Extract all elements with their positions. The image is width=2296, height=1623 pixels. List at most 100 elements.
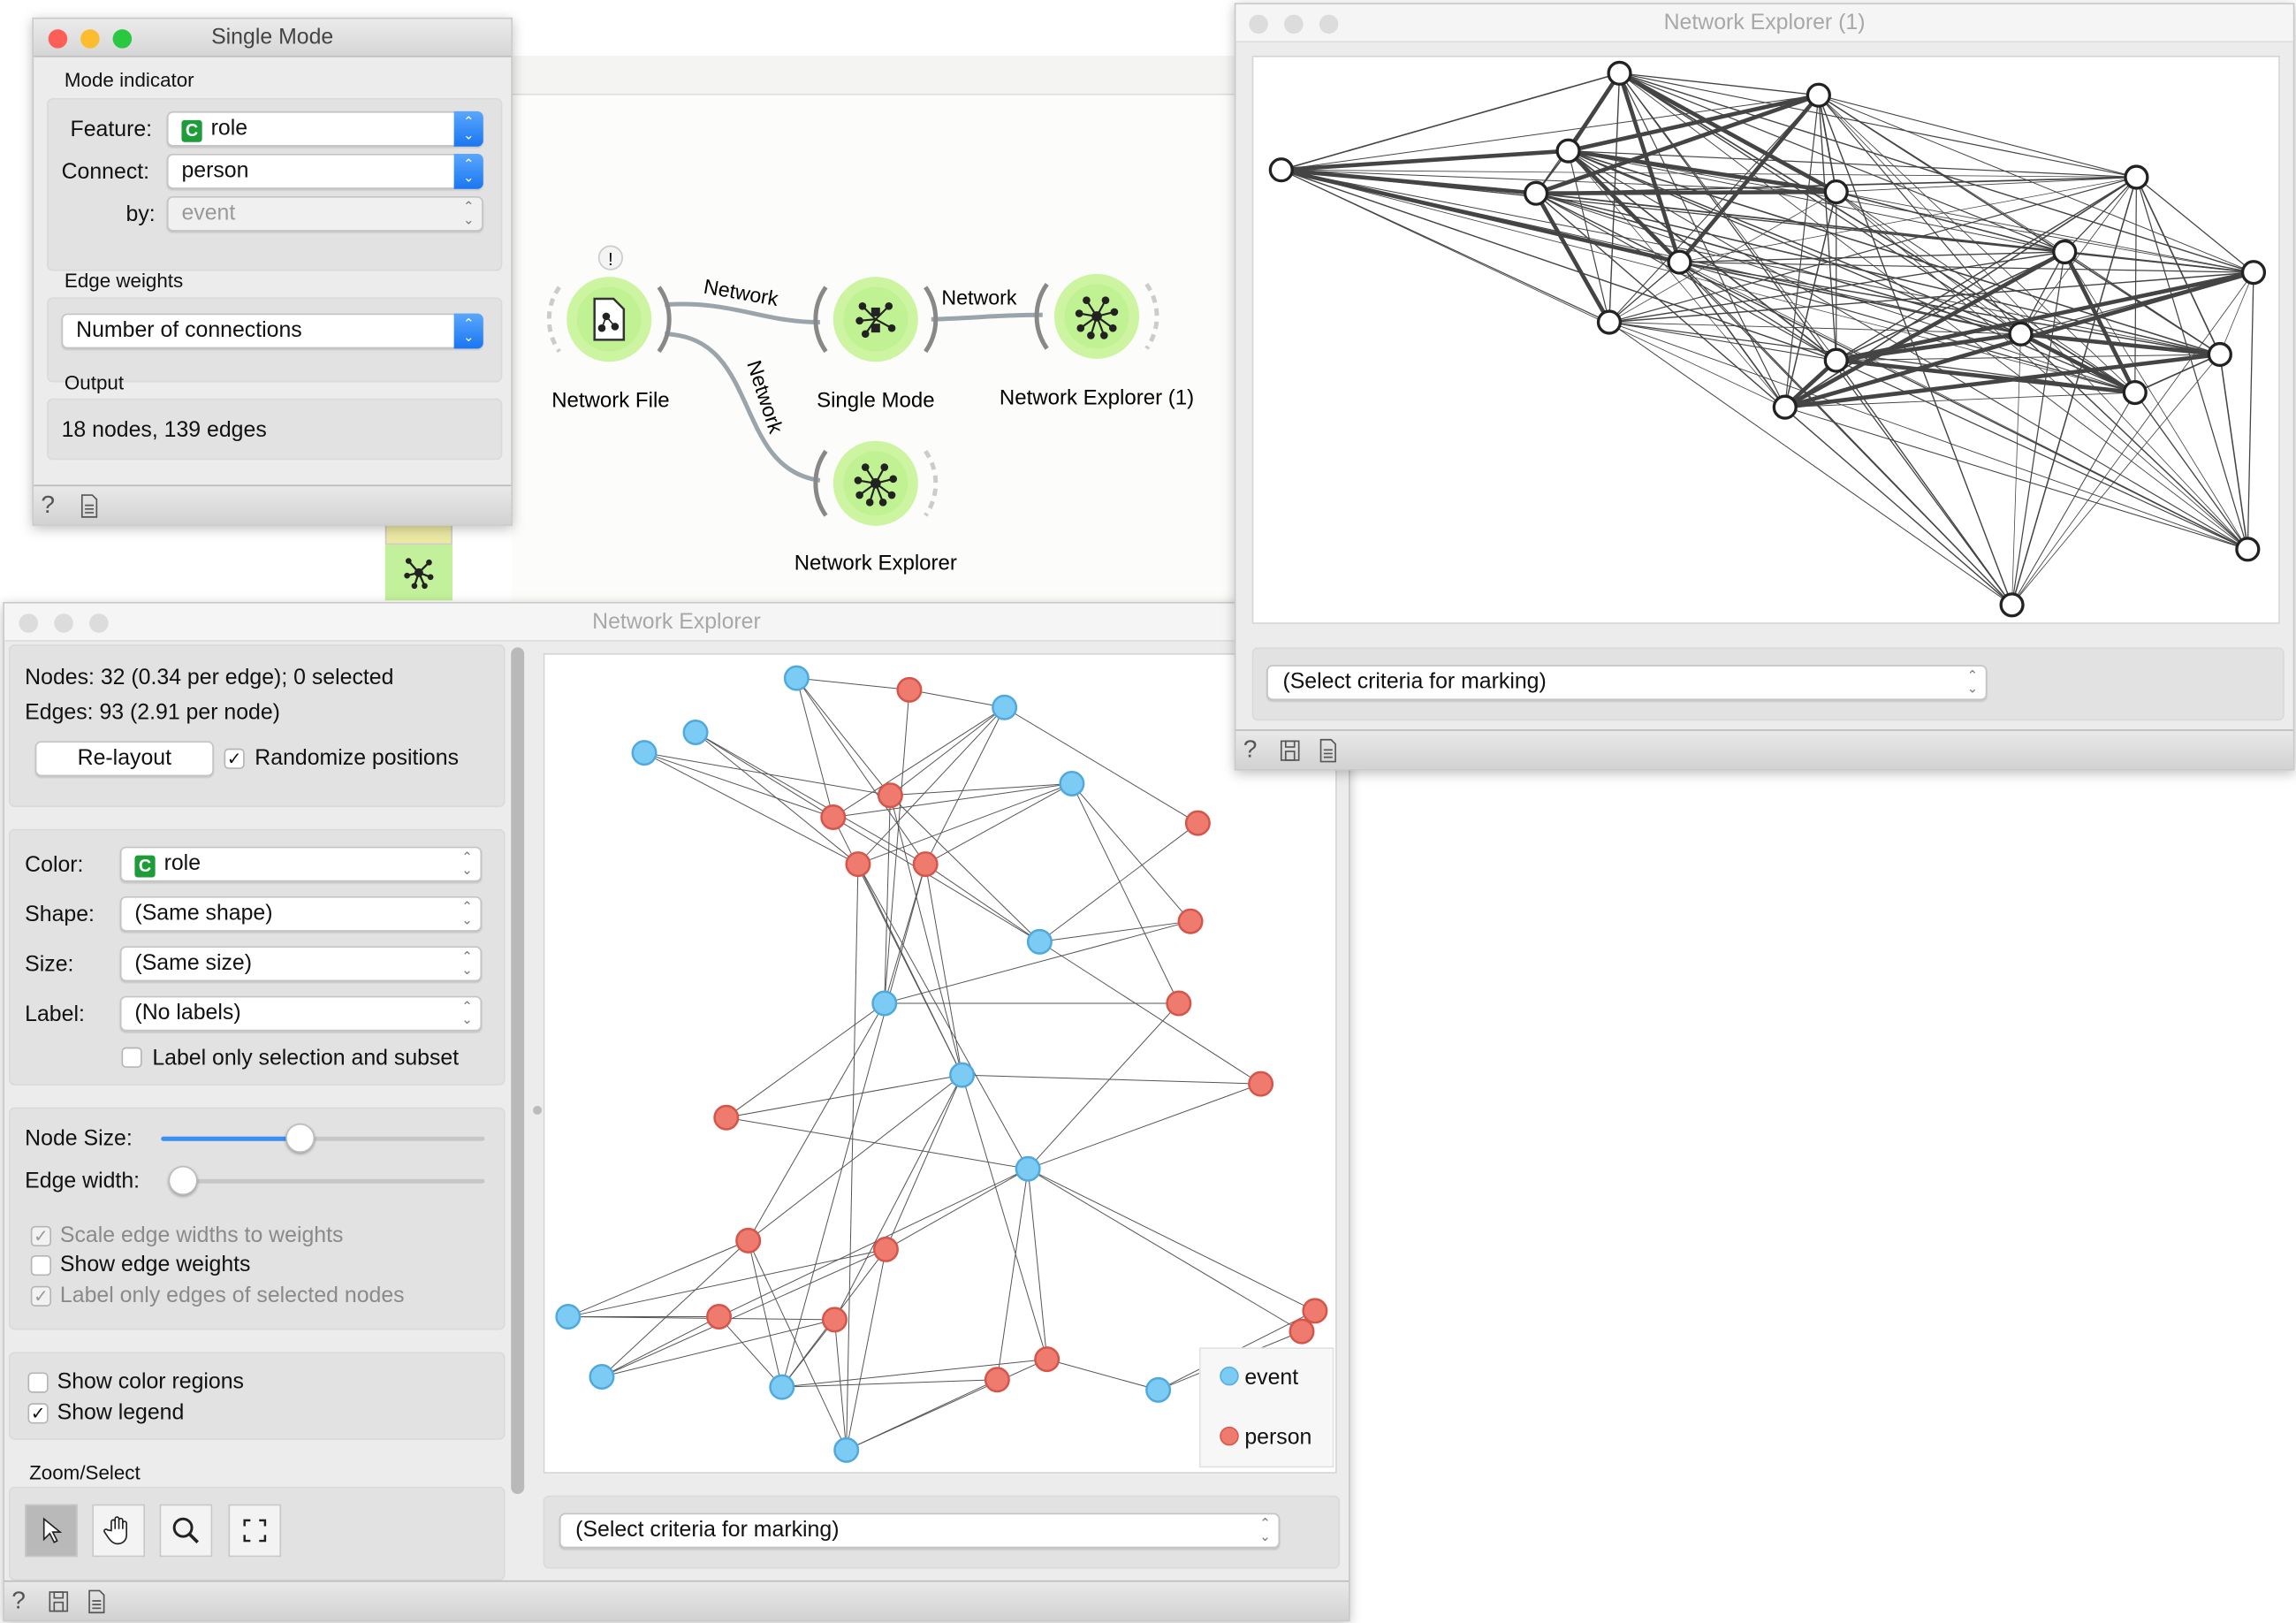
network-graph[interactable] bbox=[1253, 57, 2278, 623]
close-button[interactable] bbox=[19, 613, 39, 633]
graph-view[interactable] bbox=[1251, 55, 2280, 624]
network-graph[interactable] bbox=[544, 655, 1335, 1473]
save-icon[interactable] bbox=[1278, 738, 1302, 763]
graph-node[interactable] bbox=[1555, 138, 1581, 164]
widget-tile-network[interactable] bbox=[384, 545, 452, 601]
zoom-button[interactable] bbox=[89, 613, 109, 633]
pan-tool-button[interactable] bbox=[92, 1504, 146, 1558]
show-weights-checkbox[interactable] bbox=[30, 1254, 51, 1276]
edge-width-handle[interactable] bbox=[168, 1165, 198, 1196]
graph-node[interactable] bbox=[1772, 394, 1798, 420]
input-anchor[interactable] bbox=[813, 449, 828, 517]
relayout-button[interactable]: Re-layout bbox=[34, 741, 214, 777]
graph-node[interactable] bbox=[1823, 347, 1849, 373]
output-anchor[interactable] bbox=[1144, 283, 1159, 350]
graph-node-person[interactable] bbox=[912, 851, 939, 878]
workflow-node-network-file[interactable] bbox=[546, 277, 672, 362]
graph-node-person[interactable] bbox=[1177, 908, 1204, 934]
graph-view[interactable] bbox=[543, 652, 1337, 1474]
graph-node-person[interactable] bbox=[1034, 1346, 1061, 1373]
graph-node[interactable] bbox=[1667, 249, 1692, 275]
select-tool-button[interactable] bbox=[25, 1504, 78, 1558]
graph-node[interactable] bbox=[2235, 537, 2261, 562]
node-size-slider[interactable] bbox=[161, 1136, 485, 1141]
graph-node-event[interactable] bbox=[1026, 928, 1053, 955]
size-select[interactable]: (Same size)⌃⌄ bbox=[119, 946, 483, 982]
graph-node-person[interactable] bbox=[984, 1367, 1010, 1393]
show-legend-checkbox[interactable]: ✓ bbox=[27, 1403, 49, 1424]
connect-select[interactable]: person⌃⌄ bbox=[166, 153, 483, 189]
graph-node[interactable] bbox=[1999, 592, 2025, 618]
label-select[interactable]: (No labels)⌃⌄ bbox=[119, 995, 483, 1032]
graph-node[interactable] bbox=[2008, 321, 2034, 347]
workflow-node-single-mode[interactable] bbox=[813, 277, 939, 362]
shape-select[interactable]: (Same shape)⌃⌄ bbox=[119, 896, 483, 932]
graph-node[interactable] bbox=[1524, 180, 1549, 206]
graph-node-person[interactable] bbox=[872, 1236, 899, 1262]
workflow-node-network-explorer[interactable] bbox=[813, 440, 939, 526]
graph-node-event[interactable] bbox=[631, 740, 658, 766]
graph-node-event[interactable] bbox=[1059, 770, 1085, 796]
graph-node-person[interactable] bbox=[877, 782, 903, 809]
graph-node-person[interactable] bbox=[1166, 990, 1192, 1017]
graph-node-person[interactable] bbox=[1302, 1298, 1328, 1324]
graph-node-event[interactable] bbox=[682, 719, 709, 745]
graph-node-event[interactable] bbox=[1145, 1376, 1172, 1403]
graph-node[interactable] bbox=[1596, 309, 1623, 335]
title-bar[interactable]: Single Mode bbox=[34, 19, 512, 57]
report-icon[interactable] bbox=[78, 493, 102, 518]
marking-select[interactable]: (Select criteria for marking)⌃⌄ bbox=[559, 1513, 1281, 1549]
output-anchor[interactable] bbox=[924, 286, 939, 354]
link-file-to-explorer[interactable] bbox=[665, 331, 821, 483]
graph-node-person[interactable] bbox=[706, 1304, 733, 1330]
title-bar[interactable]: Network Explorer (1) bbox=[1235, 4, 2293, 43]
input-anchor[interactable] bbox=[546, 286, 561, 354]
workflow-graph[interactable]: Network Network Network ! Network File S… bbox=[511, 220, 1235, 601]
graph-node-event[interactable] bbox=[589, 1363, 615, 1390]
graph-node-event[interactable] bbox=[555, 1304, 582, 1330]
graph-node-event[interactable] bbox=[769, 1374, 795, 1400]
graph-node-event[interactable] bbox=[992, 694, 1018, 720]
minimize-button[interactable] bbox=[1284, 14, 1304, 34]
graph-node-event[interactable] bbox=[949, 1062, 976, 1088]
warning-icon[interactable] bbox=[597, 245, 624, 270]
output-anchor[interactable] bbox=[924, 449, 939, 517]
graph-node-event[interactable] bbox=[871, 990, 898, 1017]
by-select[interactable]: event⌃⌄ bbox=[166, 196, 483, 232]
marking-select[interactable]: (Select criteria for marking)⌃⌄ bbox=[1266, 665, 1988, 700]
graph-node[interactable] bbox=[2207, 341, 2232, 368]
link-file-to-single[interactable] bbox=[665, 301, 820, 325]
minimize-button[interactable] bbox=[54, 613, 73, 633]
zoom-button[interactable] bbox=[112, 29, 133, 49]
report-icon[interactable] bbox=[85, 1589, 109, 1614]
workflow-node-network-explorer-1[interactable] bbox=[1034, 273, 1159, 359]
save-icon[interactable] bbox=[47, 1589, 71, 1614]
graph-node[interactable] bbox=[2122, 379, 2148, 406]
link-single-to-explorer1[interactable] bbox=[931, 312, 1043, 322]
graph-node-event[interactable] bbox=[783, 665, 810, 691]
node-size-handle[interactable] bbox=[285, 1123, 316, 1153]
graph-node-person[interactable] bbox=[713, 1104, 740, 1131]
title-bar[interactable]: Network Explorer bbox=[4, 603, 1349, 642]
minimize-button[interactable] bbox=[80, 29, 100, 49]
scrollbar[interactable] bbox=[511, 647, 525, 1495]
graph-node[interactable] bbox=[2052, 239, 2078, 265]
graph-node-person[interactable] bbox=[821, 1307, 848, 1333]
close-button[interactable] bbox=[48, 29, 68, 49]
graph-node-person[interactable] bbox=[1184, 810, 1211, 836]
color-regions-checkbox[interactable] bbox=[27, 1372, 49, 1393]
graph-node-person[interactable] bbox=[896, 676, 923, 703]
graph-node[interactable] bbox=[1806, 82, 1831, 108]
graph-node[interactable] bbox=[1607, 60, 1632, 86]
graph-node[interactable] bbox=[2124, 164, 2149, 190]
edge-weights-select[interactable]: Number of connections⌃⌄ bbox=[61, 313, 483, 349]
help-icon[interactable]: ? bbox=[1243, 735, 1258, 764]
splitter-handle[interactable] bbox=[533, 1105, 543, 1115]
input-anchor[interactable] bbox=[813, 286, 828, 354]
report-icon[interactable] bbox=[1317, 738, 1341, 763]
graph-node[interactable] bbox=[2240, 260, 2267, 286]
zoom-button[interactable] bbox=[1319, 14, 1339, 34]
graph-node-person[interactable] bbox=[1289, 1318, 1315, 1345]
